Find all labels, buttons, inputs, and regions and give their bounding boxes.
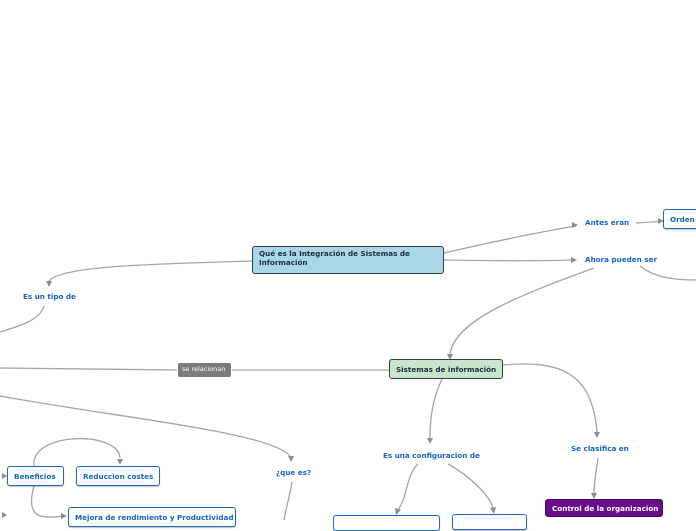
- connector-ahora-sistemas: [449, 267, 595, 355]
- control-de-la-organizacion-text: Control de la organizacion: [552, 504, 659, 513]
- arrowhead: [2, 473, 7, 479]
- es-un-tipo-de-text: Es un tipo de: [23, 292, 76, 301]
- sistemas-de-informacion-text: Sistemas de información: [396, 365, 497, 374]
- connector-left-relacionan: [0, 367, 178, 371]
- arrowhead: [658, 218, 664, 224]
- connector-tipo-left: [0, 305, 45, 333]
- connector-beneficios-reduccion: [33, 437, 121, 467]
- arrowhead: [46, 281, 52, 287]
- connector-sistemas-clasifica: [502, 363, 598, 433]
- arrowhead: [571, 257, 577, 263]
- arrowhead: [594, 432, 600, 438]
- connector-main-ahora: [443, 259, 575, 262]
- arrowhead: [572, 222, 578, 228]
- ahora-pueden-ser-label[interactable]: Ahora pueden ser: [585, 255, 657, 264]
- beneficios-text: Beneficios: [14, 472, 56, 481]
- connector-layer: [0, 218, 696, 520]
- arrowhead: [490, 507, 496, 514]
- arrowhead: [2, 512, 7, 518]
- es-un-tipo-de-label[interactable]: Es un tipo de: [23, 292, 76, 301]
- arrowhead: [288, 456, 294, 462]
- orden-text: Orden: [670, 215, 695, 224]
- configuracion-child-right-node[interactable]: [452, 514, 527, 530]
- main-topic-label: Qué es la Integración de Sistemas de Inf…: [259, 249, 410, 267]
- connector-quees-down: [283, 481, 293, 520]
- se-relacionan-text: se relacionan: [182, 365, 226, 373]
- mejora-rendimiento-node[interactable]: Mejora de rendimiento y Productividad: [68, 507, 236, 527]
- mejora-rendimiento-text: Mejora de rendimiento y Productividad: [75, 513, 234, 522]
- main-topic-node[interactable]: Qué es la Integración de Sistemas de Inf…: [252, 246, 444, 274]
- configuracion-child-left-node[interactable]: [333, 515, 440, 531]
- connector-main-tipo: [48, 260, 253, 282]
- connector-beneficios-mejora: [30, 485, 65, 518]
- es-una-configuracion-de-label[interactable]: Es una configuracion de: [383, 451, 480, 460]
- sistemas-de-informacion-node[interactable]: Sistemas de información: [389, 359, 503, 379]
- beneficios-node[interactable]: Beneficios: [7, 466, 64, 486]
- antes-eran-label[interactable]: Antes eran: [585, 218, 629, 227]
- que-es-label[interactable]: ¿que es?: [276, 468, 311, 477]
- connector-clasifica-control: [593, 457, 599, 494]
- connector-config-right: [447, 463, 494, 509]
- que-es-text: ¿que es?: [276, 468, 312, 477]
- se-clasifica-en-label[interactable]: Se clasifica en: [571, 444, 629, 453]
- orden-node[interactable]: Orden: [663, 209, 696, 229]
- connector-left-quees: [0, 395, 291, 457]
- connector-sistemas-config: [429, 378, 443, 439]
- reduccion-costes-text: Reduccion costes: [83, 472, 154, 481]
- reduccion-costes-node[interactable]: Reduccion costes: [76, 466, 160, 486]
- control-de-la-organizacion-node[interactable]: Control de la organizacion: [545, 499, 663, 517]
- antes-eran-text: Antes eran: [585, 218, 630, 227]
- connector-ahora-right: [639, 265, 696, 281]
- arrowhead: [427, 438, 433, 444]
- arrowhead: [395, 508, 401, 515]
- arrowhead: [117, 459, 123, 465]
- arrowhead: [61, 513, 67, 519]
- es-una-configuracion-de-text: Es una configuracion de: [383, 451, 480, 460]
- ahora-pueden-ser-text: Ahora pueden ser: [585, 255, 657, 264]
- connector-config-left: [397, 463, 419, 511]
- se-clasifica-en-text: Se clasifica en: [571, 444, 629, 453]
- arrowhead: [447, 354, 453, 360]
- arrowhead: [591, 493, 597, 499]
- se-relacionan-relation[interactable]: se relacionan: [178, 363, 231, 377]
- connector-main-antes: [443, 225, 577, 254]
